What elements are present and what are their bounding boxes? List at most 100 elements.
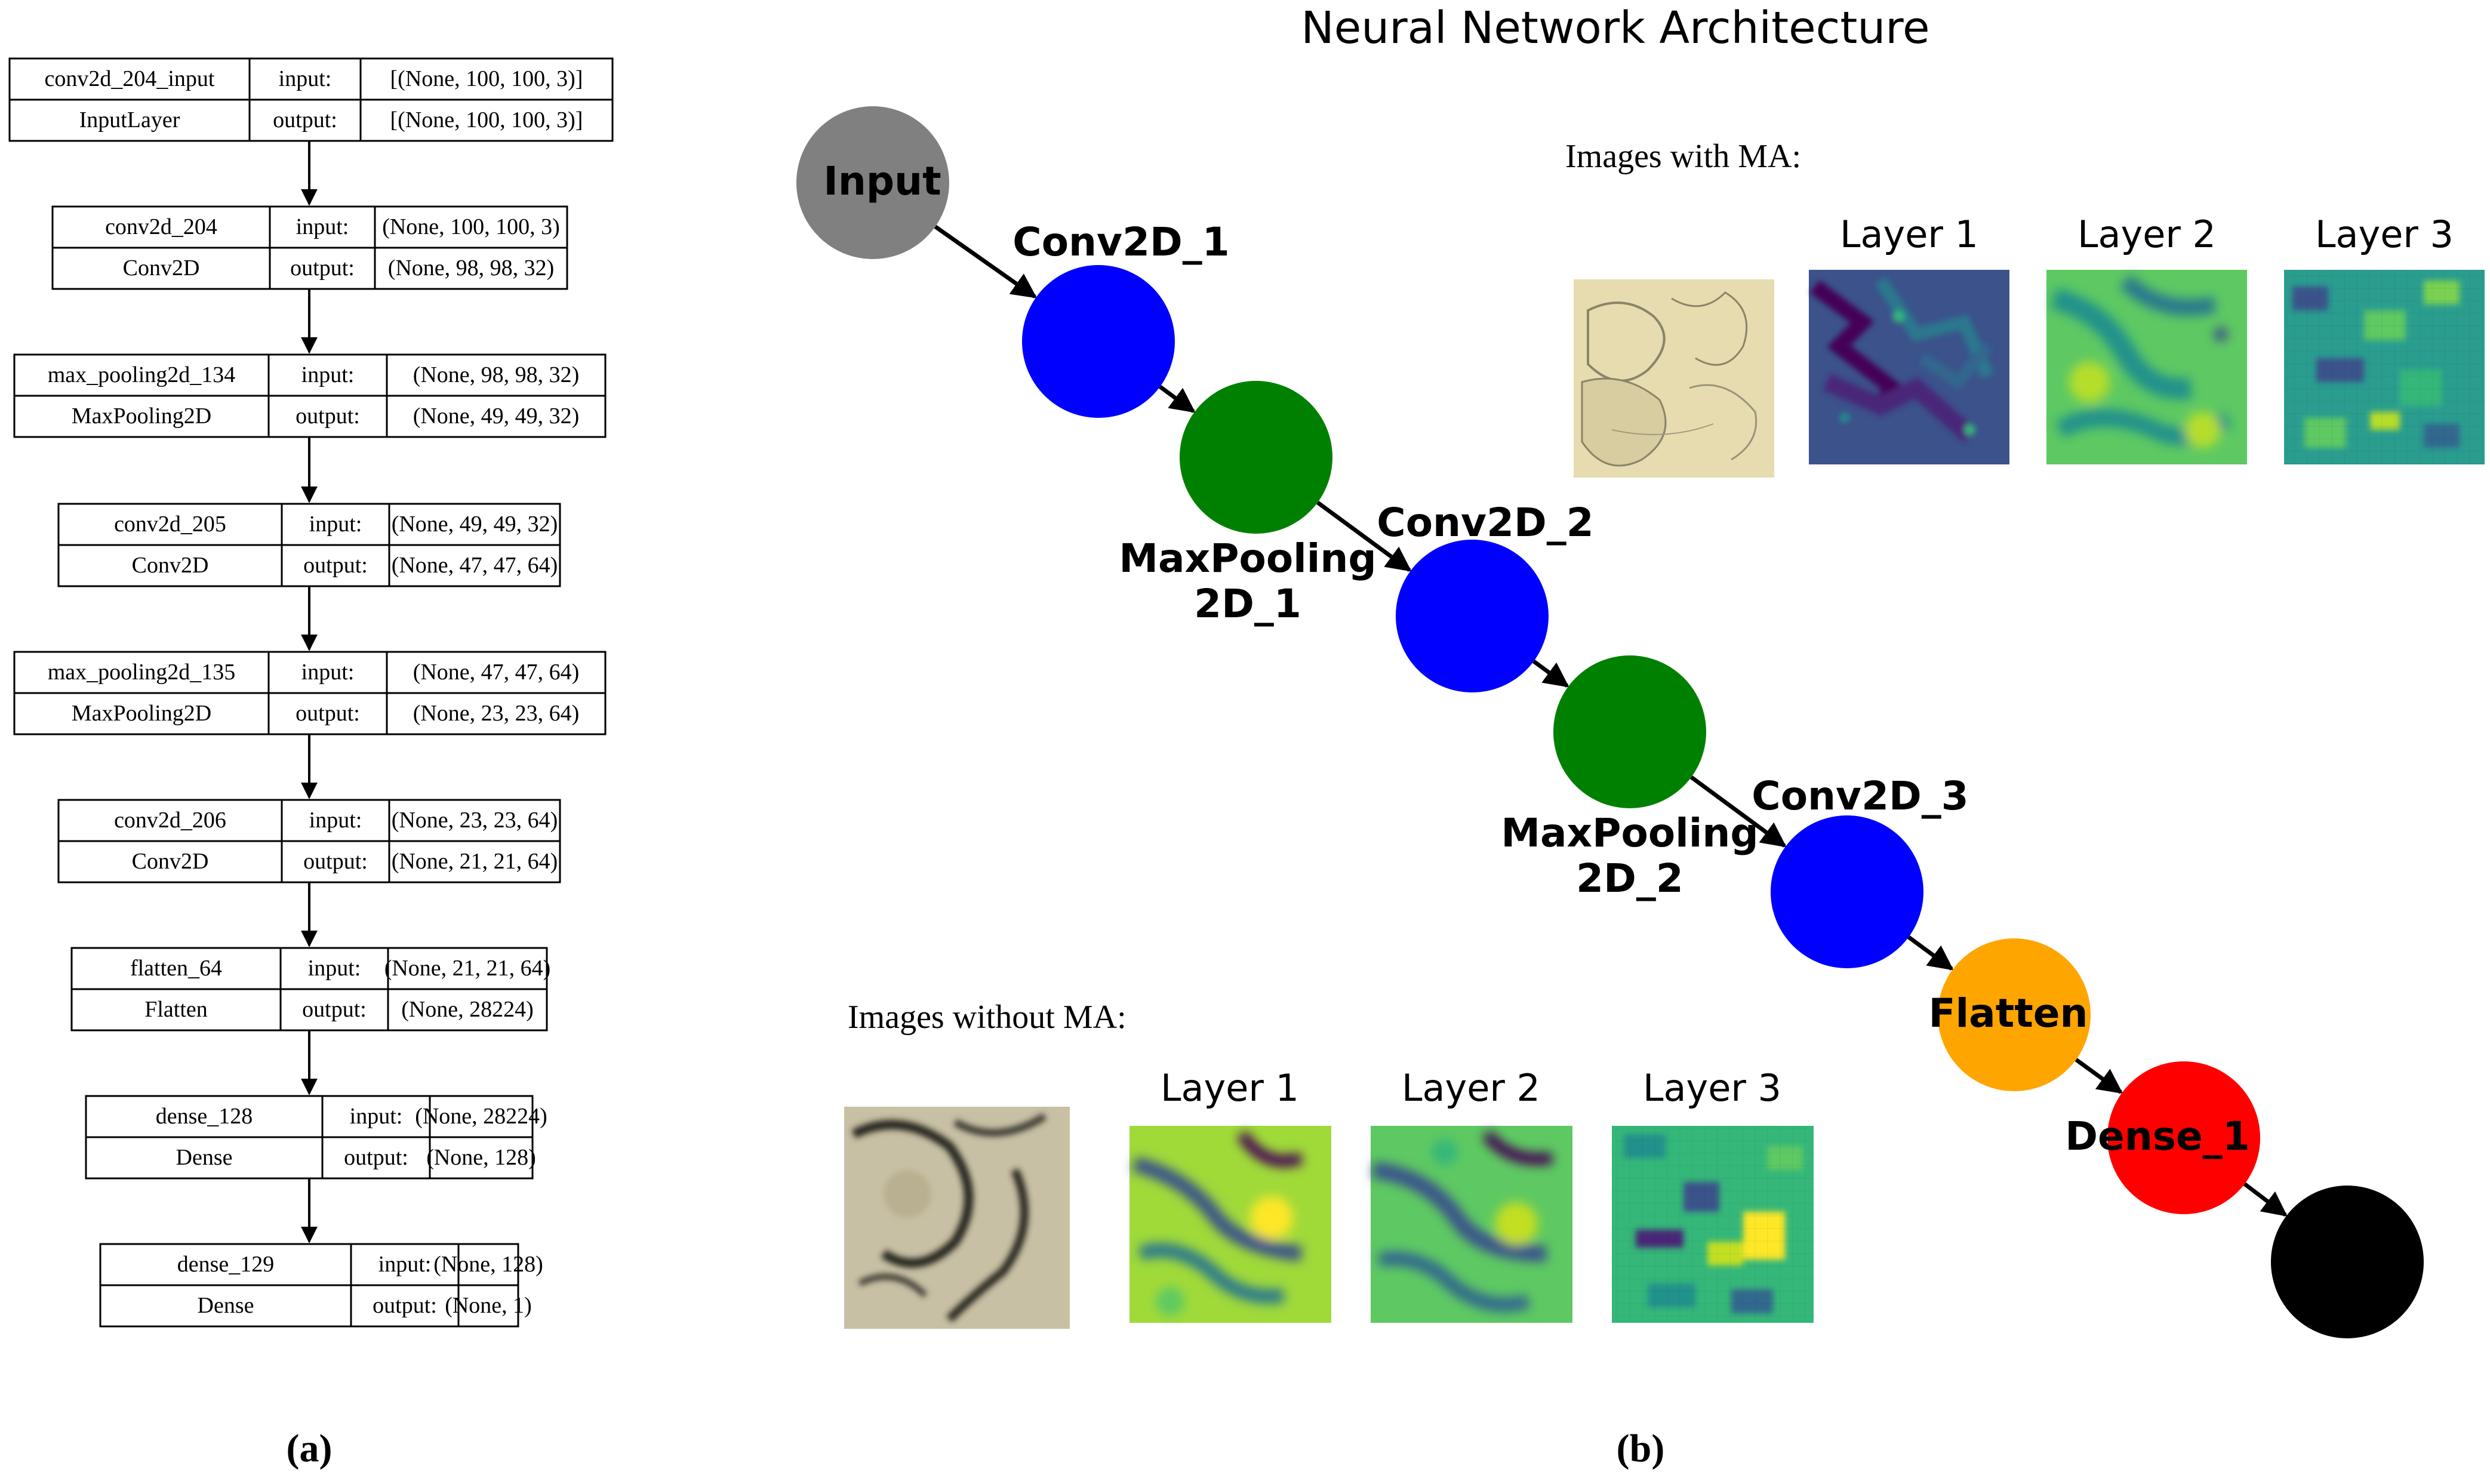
with-ma-heading: Images with MA: bbox=[1565, 138, 1801, 175]
input-label: input: bbox=[378, 1252, 432, 1277]
input-label: input: bbox=[296, 214, 349, 239]
input-shape: (None, 23, 23, 64) bbox=[392, 808, 558, 833]
edge-conv3-to-flatten bbox=[1907, 935, 1954, 971]
layer-name: dense_129 bbox=[177, 1252, 275, 1277]
input-label: input: bbox=[301, 660, 355, 685]
layer-type: Dense bbox=[176, 1145, 233, 1170]
edge-dense1-to-output bbox=[2243, 1182, 2288, 1217]
input-label: input: bbox=[279, 66, 332, 91]
with-ma-layer-3-feature-map bbox=[2284, 270, 2485, 464]
edge-conv1-to-pool1 bbox=[1159, 384, 1196, 413]
without-ma-heading: Images without MA: bbox=[848, 999, 1126, 1036]
input-shape: [(None, 100, 100, 3)] bbox=[390, 66, 583, 91]
input-shape: (None, 100, 100, 3) bbox=[382, 214, 560, 239]
layer-name: max_pooling2d_135 bbox=[48, 660, 236, 685]
node-pool2 bbox=[1553, 655, 1706, 808]
layer-name: conv2d_206 bbox=[114, 808, 226, 833]
layer-name: max_pooling2d_134 bbox=[48, 362, 236, 387]
diagram-title: Neural Network Architecture bbox=[1301, 2, 1929, 54]
node-input bbox=[796, 106, 949, 259]
input-shape: (None, 28224) bbox=[415, 1104, 547, 1129]
with-ma-original-image bbox=[1574, 279, 1774, 478]
output-label: output: bbox=[302, 997, 367, 1022]
network-edges bbox=[934, 224, 2288, 1217]
with-ma-layer-1-feature-map bbox=[1809, 270, 2009, 464]
output-label: output: bbox=[344, 1145, 408, 1170]
node-pool1 bbox=[1180, 381, 1332, 534]
node-label-conv3: Conv2D_3 bbox=[1752, 773, 1968, 819]
layer-type: MaxPooling2D bbox=[72, 404, 211, 429]
output-label: output: bbox=[290, 255, 355, 281]
layer-name: flatten_64 bbox=[130, 956, 222, 981]
input-shape: (None, 49, 49, 32) bbox=[392, 512, 558, 537]
layer-name: conv2d_204 bbox=[105, 214, 217, 239]
output-shape: (None, 47, 47, 64) bbox=[392, 553, 558, 578]
edge-input-to-conv1 bbox=[934, 224, 1038, 299]
without-ma-layer-3-label: Layer 3 bbox=[1643, 1066, 1781, 1110]
edge-flatten-to-dense1 bbox=[2075, 1058, 2123, 1094]
without-ma-layer-1-label: Layer 1 bbox=[1161, 1066, 1299, 1110]
input-label: input: bbox=[301, 362, 355, 387]
output-shape: (None, 1) bbox=[445, 1293, 532, 1318]
without-ma-layer-1-feature-map bbox=[1129, 1126, 1331, 1323]
with-ma-layer-2-label: Layer 2 bbox=[2077, 213, 2216, 256]
layer-type: InputLayer bbox=[79, 107, 180, 133]
output-shape: (None, 23, 23, 64) bbox=[413, 701, 580, 726]
output-shape: (None, 21, 21, 64) bbox=[392, 849, 558, 874]
output-label: output: bbox=[296, 404, 360, 429]
edge-conv2-to-pool2 bbox=[1532, 659, 1569, 688]
layer-type: Conv2D bbox=[132, 849, 209, 874]
node-label-flatten: Flatten bbox=[1928, 990, 2088, 1036]
input-shape: (None, 21, 21, 64) bbox=[384, 956, 551, 981]
edge-pool1-to-conv2 bbox=[1316, 500, 1412, 572]
output-shape: (None, 28224) bbox=[401, 997, 534, 1022]
layer-type: MaxPooling2D bbox=[72, 701, 211, 726]
with-ma-layer-3-label: Layer 3 bbox=[2315, 213, 2454, 256]
node-conv2 bbox=[1396, 540, 1549, 692]
layer-type: Conv2D bbox=[132, 553, 209, 578]
input-shape: (None, 98, 98, 32) bbox=[413, 362, 580, 387]
without-ma-layer-2-feature-map bbox=[1371, 1126, 1572, 1323]
output-shape: (None, 49, 49, 32) bbox=[413, 404, 580, 429]
output-shape: [(None, 100, 100, 3)] bbox=[390, 107, 583, 133]
layer-type: Dense bbox=[198, 1293, 254, 1318]
layer-type: Conv2D bbox=[123, 255, 200, 281]
output-shape: (None, 98, 98, 32) bbox=[388, 255, 555, 281]
edge-pool2-to-conv3 bbox=[1690, 775, 1787, 848]
panel-b-caption: (b) bbox=[1617, 1427, 1665, 1470]
output-label: output: bbox=[296, 701, 360, 726]
layer-name: conv2d_205 bbox=[114, 512, 226, 537]
layer-name: dense_128 bbox=[156, 1104, 253, 1129]
input-shape: (None, 128) bbox=[433, 1252, 543, 1277]
node-flatten bbox=[1938, 938, 2091, 1091]
with-ma-layer-1-label: Layer 1 bbox=[1840, 213, 1978, 256]
output-label: output: bbox=[273, 107, 337, 133]
input-label: input: bbox=[309, 512, 362, 537]
input-shape: (None, 47, 47, 64) bbox=[413, 660, 580, 685]
output-shape: (None, 128) bbox=[426, 1145, 536, 1170]
output-label: output: bbox=[303, 553, 368, 578]
output-label: output: bbox=[373, 1293, 437, 1318]
node-dense1 bbox=[2107, 1061, 2260, 1214]
with-ma-layer-2-feature-map bbox=[2046, 270, 2247, 464]
layer-type: Flatten bbox=[144, 997, 208, 1022]
without-ma-layer-3-feature-map bbox=[1612, 1126, 1814, 1323]
node-label-conv2: Conv2D_2 bbox=[1377, 500, 1593, 546]
layer-name: conv2d_204_input bbox=[45, 66, 215, 91]
node-label-conv1: Conv2D_1 bbox=[1012, 219, 1229, 265]
node-output bbox=[2271, 1186, 2424, 1338]
output-label: output: bbox=[303, 849, 368, 874]
